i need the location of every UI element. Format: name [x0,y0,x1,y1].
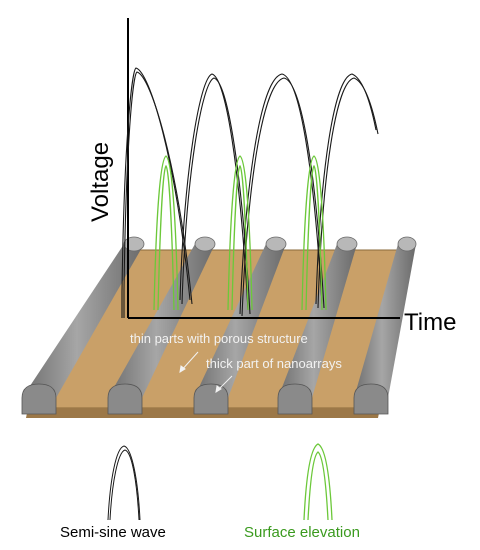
rod-5 [353,236,417,415]
surface-peak-3b [305,164,323,311]
surface-peak-2b [231,164,249,311]
annotation-thin-parts: thin parts with porous structure [130,331,308,346]
legend-semi-sine-icon [107,445,141,521]
semi-sine-arch-3 [239,73,323,315]
semi-sine-arch-1b [123,71,193,318]
rod-3 [193,236,287,415]
surface-elevation [153,155,327,311]
x-axis-label: Time [404,309,456,336]
semi-sine-arch-3b [241,77,325,317]
legend-semi-sine-label: Semi-sine wave [60,524,166,541]
surface-peak-1b [157,164,175,311]
rod-4 [277,236,358,415]
legend-surface-label: Surface elevation [244,524,360,541]
y-axis-label: Voltage [87,142,114,222]
legend-surface-icon [303,443,333,521]
nanoarray-rods [21,236,417,415]
semi-sine-arch-4 [315,73,377,305]
annotation-arrows [179,351,233,393]
semi-sine-arch-2 [179,73,249,311]
semi-sine-arch-2b [181,77,251,315]
surface-peak-1 [153,155,179,311]
surface-peak-2 [227,155,253,311]
surface-peak-3 [301,155,327,311]
annotation-thick-part: thick part of nanoarrays [206,356,342,371]
rod-1 [21,236,145,415]
semi-sine-arch-1 [121,67,191,318]
